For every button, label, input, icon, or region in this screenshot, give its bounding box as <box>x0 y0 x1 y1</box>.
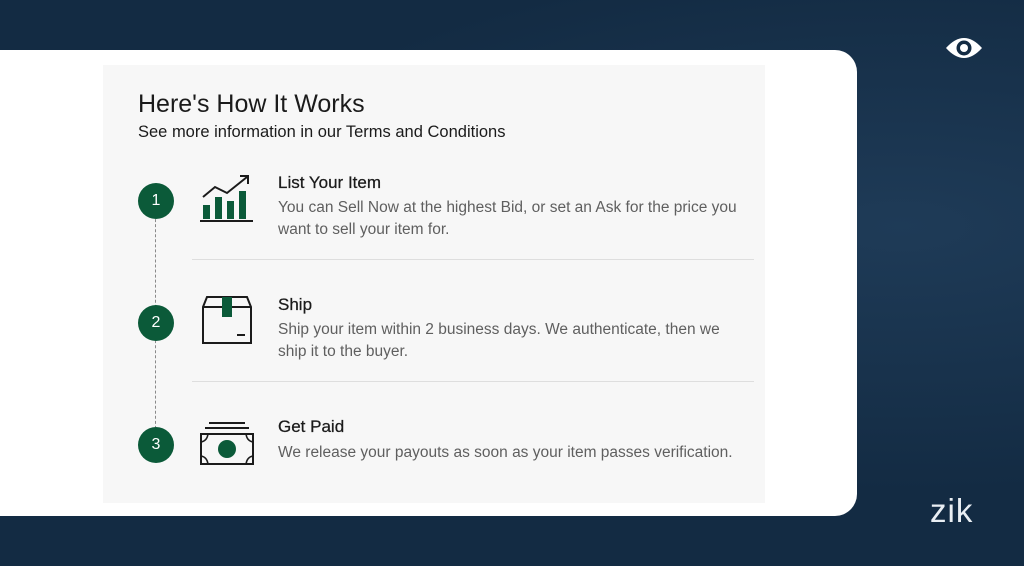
step-2-number: 2 <box>138 305 174 341</box>
section-title: Here's How It Works <box>138 90 365 118</box>
step-3-description: We release your payouts as soon as your … <box>278 444 733 461</box>
eye-icon <box>946 38 982 58</box>
step-3-number: 3 <box>138 427 174 463</box>
how-it-works-panel: Here's How It Works See more information… <box>103 65 765 503</box>
step-2-title: Ship <box>278 295 313 314</box>
step-divider <box>192 259 754 260</box>
cash-icon <box>200 422 254 465</box>
step-1-description: You can Sell Now at the highest Bid, or … <box>278 199 737 238</box>
step-divider <box>192 381 754 382</box>
step-2-description: Ship your item within 2 business days. W… <box>278 321 720 360</box>
growth-chart-icon <box>200 175 253 222</box>
step-3-title: Get Paid <box>278 417 345 436</box>
content-card: Here's How It Works See more information… <box>0 50 857 516</box>
section-subtitle: See more information in our Terms and Co… <box>138 123 506 141</box>
step-1-title: List Your Item <box>278 173 382 192</box>
shipping-box-icon <box>202 296 252 344</box>
step-1-number: 1 <box>138 183 174 219</box>
brand-logo: zik <box>930 492 974 529</box>
